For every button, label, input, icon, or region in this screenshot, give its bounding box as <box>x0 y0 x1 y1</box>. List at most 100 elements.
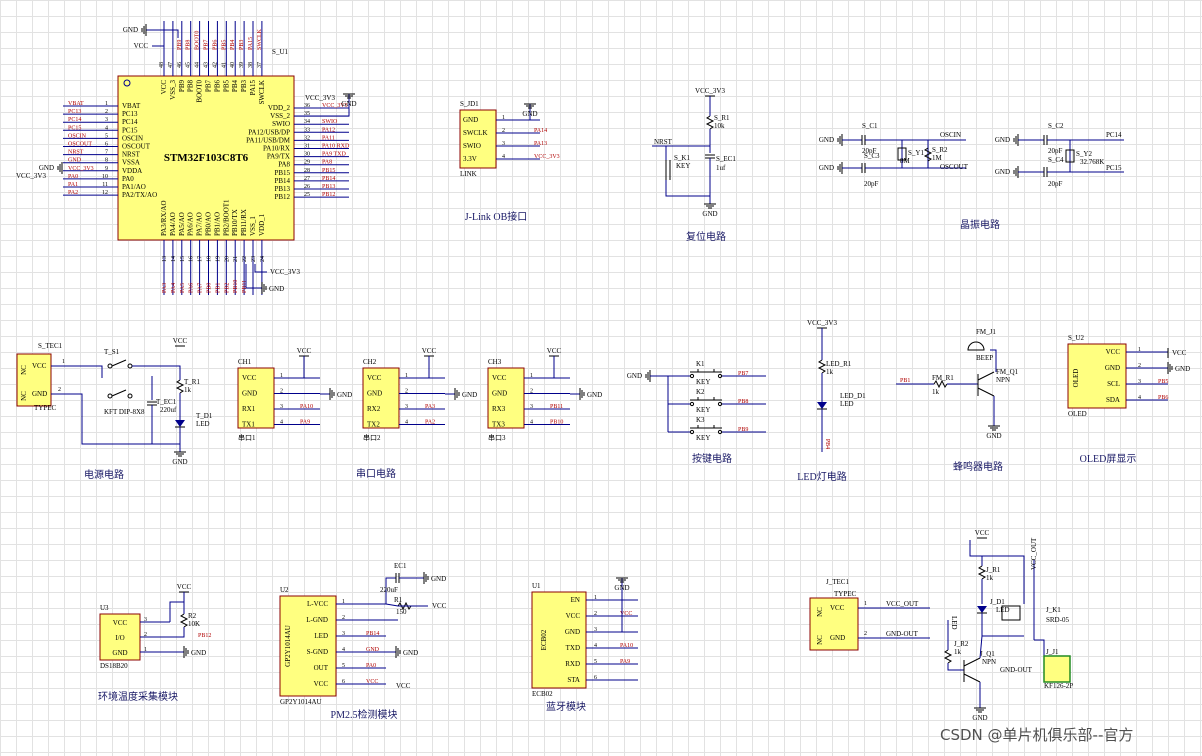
key-ref: K1 <box>696 360 705 368</box>
pm25-module <box>279 595 337 697</box>
key-net-label: PB8 <box>738 399 748 405</box>
key-ref: K3 <box>696 416 705 424</box>
mcu-net-label: VCC_3V3 <box>322 103 348 109</box>
buzzer-r-ref: FM_R1 <box>932 374 954 382</box>
ground-label: GND <box>986 432 1001 440</box>
uart-vcc-wire <box>524 356 555 379</box>
mcu-pin-number: 3 <box>105 117 108 123</box>
pm25-ref: U2 <box>280 586 289 594</box>
temp-vcc-wire <box>169 592 185 622</box>
power-resistor <box>175 379 185 394</box>
mcu-pin-number: 13 <box>162 256 168 262</box>
mcu-net-label: PB8 <box>186 40 192 50</box>
led-resistor <box>817 359 827 374</box>
jlink-ref: S_JD1 <box>460 100 479 108</box>
mcu-net-label: OSCOUT <box>68 142 92 148</box>
oled-title: OLED屏显示 <box>1080 453 1137 465</box>
pm25-title: PM2.5检测模块 <box>331 708 398 721</box>
pm25-pin-name: L-VCC <box>307 600 328 608</box>
mcu-pin-number: 27 <box>304 176 310 182</box>
pm25-name: GP2Y1014AU <box>280 698 322 706</box>
uart-connector <box>487 367 525 429</box>
pm25-pin-number: 5 <box>342 663 345 669</box>
mcu-net-label: PB5 <box>221 40 227 50</box>
ground-symbol <box>261 282 267 294</box>
power-switch-contact <box>107 393 113 399</box>
ground-symbol <box>141 24 147 36</box>
mcu-pin-name: VSS_2 <box>270 112 290 120</box>
buzzer-q-ref: FM_Q1 <box>996 368 1019 376</box>
bt-pin-name: STA <box>567 676 580 684</box>
relay-terminal <box>1043 655 1071 683</box>
mcu-net-label: PC13 <box>68 109 81 115</box>
mcu-pin-name: PC15 <box>122 126 138 134</box>
mcu-bottom-vcc-wire <box>254 264 267 273</box>
pm25-net-label: VCC <box>366 679 378 685</box>
mcu-net-label: PA15 <box>248 37 254 50</box>
mcu-pin-name: PA1/AO <box>122 183 146 191</box>
uart-pin-name: VCC <box>492 374 507 382</box>
relay-r2-ref: J_R2 <box>954 640 969 648</box>
uart-pin-number: 1 <box>530 373 533 379</box>
oled-pin-number: 2 <box>1138 363 1141 369</box>
uart-pin-number: 2 <box>530 389 533 395</box>
ground-symbol <box>183 646 189 658</box>
power-led-value: LED <box>196 420 210 428</box>
relay-r2 <box>943 649 953 664</box>
relay-j-ref: J_J1 <box>1046 648 1059 656</box>
mcu-pin-name: PA5/AO <box>178 212 186 236</box>
power-title: 电源电路 <box>84 468 124 481</box>
mcu-pin-number: 37 <box>257 62 263 68</box>
pm25-pin-number: 1 <box>342 599 345 605</box>
relay-vout: VCC_OUT <box>1030 537 1038 570</box>
temp-sensor <box>99 613 141 661</box>
relay-pin: VCC <box>830 604 845 612</box>
power-r-value: 1k <box>184 386 192 394</box>
temp-ref: U3 <box>100 604 109 612</box>
power-nc: NC <box>20 365 28 375</box>
crystal-c1-value: 20pF <box>862 147 877 155</box>
relay-nc: NC <box>816 607 824 617</box>
mcu-net-label: PB10 <box>233 280 239 293</box>
oled-pin-number: 4 <box>1138 395 1141 401</box>
uart-pin-name: RX2 <box>367 405 381 413</box>
crystal-oscout: OSCOUT <box>940 163 969 171</box>
power-nc: NC <box>20 391 28 401</box>
temp-pin-number: 1 <box>144 647 147 653</box>
pm25-pin-number: 3 <box>342 631 345 637</box>
mcu-pin-number: 7 <box>105 150 108 156</box>
mcu-pin-number: 24 <box>260 256 266 262</box>
reset-wire <box>665 180 710 197</box>
power-label: VCC <box>547 347 562 355</box>
pm25-pin-number: 4 <box>342 647 345 653</box>
relay-q-emitter <box>963 673 981 683</box>
ground-symbol <box>454 388 460 400</box>
relay-conn-type: TYPEC <box>834 590 857 598</box>
oled-pin-name: VCC <box>1106 348 1121 356</box>
ground-symbol <box>57 162 63 174</box>
relay-gnd-out: GND-OUT <box>886 630 919 638</box>
power-r-ref: T_R1 <box>184 378 200 386</box>
power-c-value: 220uf <box>160 406 177 414</box>
crystal-c3-value: 20pF <box>864 180 879 188</box>
ground-symbol <box>524 103 536 109</box>
mcu-pin-number: 33 <box>304 127 310 133</box>
mcu-pin-name: NRST <box>122 151 141 159</box>
bt-side-label: ECB02 <box>540 629 548 650</box>
mcu-pin-name: PA0 <box>122 175 134 183</box>
uart-pin-number: 1 <box>405 373 408 379</box>
bt-pin-name: EN <box>571 596 580 604</box>
temp-title: 环境温度采集模块 <box>98 690 178 703</box>
pm25-pin-name: OUT <box>314 664 329 672</box>
mcu-pin-number: 43 <box>204 62 210 68</box>
bt-pin-number: 6 <box>594 675 597 681</box>
jlink-pin-number: 1 <box>502 115 505 121</box>
mcu-pin-number: 46 <box>177 62 183 68</box>
uart-pin-number: 3 <box>280 404 283 410</box>
power-label: VCC <box>173 337 188 345</box>
bt-pin-name: TXD <box>566 644 580 652</box>
mcu-net-label: BOOT0 <box>195 31 201 50</box>
mcu-pin-name: PB0/AO <box>205 212 213 236</box>
ground-label: GND <box>587 391 602 399</box>
